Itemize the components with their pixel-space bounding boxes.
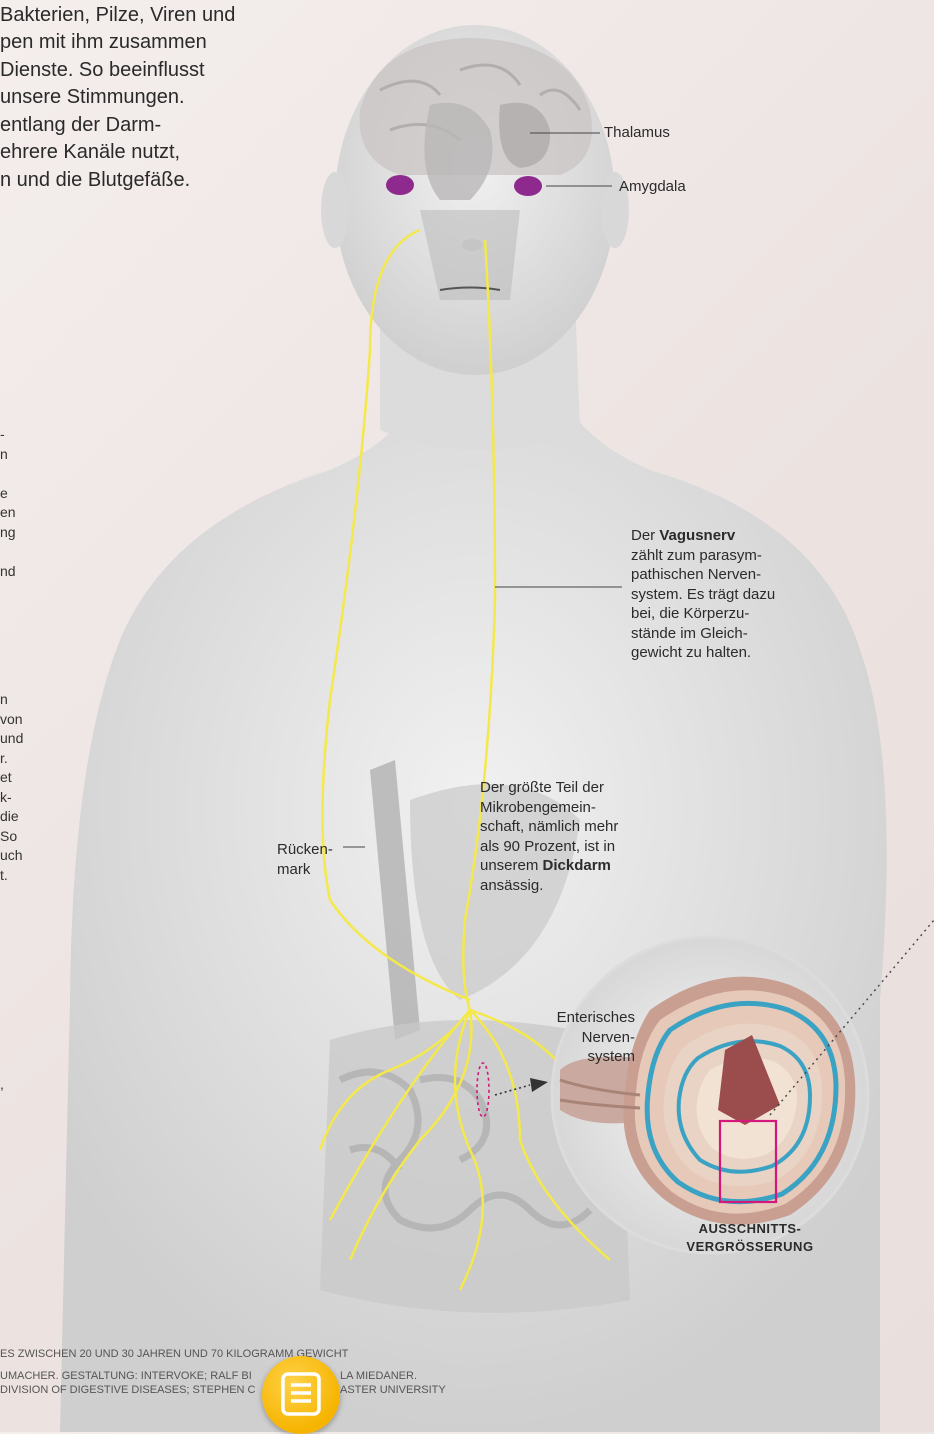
intro-line: unsere Stimmungen. [0, 84, 185, 111]
magnification-line: AUSSCHNITTS- [670, 1220, 830, 1238]
colon-term: Dickdarm [543, 857, 611, 874]
colon-line: Der größte Teil der [480, 778, 618, 798]
enteric-line: system [545, 1047, 635, 1067]
fragment: k- [0, 788, 23, 808]
left-fragment-block-c: , [0, 1075, 4, 1095]
fragment: die [0, 807, 23, 827]
document-icon [281, 1372, 321, 1416]
amygdala-left [386, 175, 414, 195]
fragment: von [0, 710, 23, 730]
thalamus-label: Thalamus [604, 124, 670, 141]
enteric-line: Nerven- [545, 1028, 635, 1048]
fragment: en [0, 503, 16, 523]
fragment: r. [0, 749, 23, 769]
vagus-line: pathischen Nerven- [631, 565, 775, 585]
left-fragment-block-a: - n e en ng nd [0, 425, 16, 581]
magnification-line: VERGRÖSSERUNG [670, 1238, 830, 1256]
fragment: nd [0, 562, 16, 582]
colon-last: ansässig. [480, 876, 618, 896]
vagus-line: system. Es trägt dazu [631, 585, 775, 605]
intro-line: Dienste. So beeinflusst [0, 57, 205, 84]
credits-line-3: DIVISION OF DIGESTIVE DISEASES; STEPHEN … [0, 1382, 256, 1398]
vagus-pre: Der [631, 527, 655, 544]
intro-line: entlang der Darm- [0, 112, 161, 139]
spinal-cord-line: Rücken- [277, 840, 333, 860]
magnification-label: AUSSCHNITTS- VERGRÖSSERUNG [670, 1220, 830, 1256]
amygdala-label: Amygdala [619, 178, 686, 195]
intro-line: Bakterien, Pilze, Viren und [0, 2, 235, 29]
fragment: uch [0, 846, 23, 866]
fragment [0, 464, 16, 484]
credits-line-3b: ASTER UNIVERSITY [340, 1382, 446, 1398]
vagus-line: gewicht zu halten. [631, 643, 775, 663]
colon-pre: unserem [480, 857, 538, 874]
intro-line: n und die Blutgefäße. [0, 167, 190, 194]
spinal-cord-line: mark [277, 860, 333, 880]
fragment: n [0, 690, 23, 710]
fragment: So [0, 827, 23, 847]
colon-line: Mikrobengemein- [480, 798, 618, 818]
amygdala-right [514, 176, 542, 196]
colon-caption: Der größte Teil der Mikrobengemein- scha… [480, 778, 618, 895]
colon-line: schaft, nämlich mehr [480, 817, 618, 837]
enteric-nervous-system-label: Enterisches Nerven- system [545, 1008, 635, 1067]
fragment: et [0, 768, 23, 788]
fragment [0, 542, 16, 562]
enteric-line: Enterisches [545, 1008, 635, 1028]
fragment: , [0, 1075, 4, 1095]
spinal-cord-label: Rücken- mark [277, 840, 333, 879]
colon-line: als 90 Prozent, ist in [480, 837, 618, 857]
vagus-line: bei, die Körperzu- [631, 604, 775, 624]
intro-line: pen mit ihm zusammen [0, 29, 207, 56]
fragment: e [0, 484, 16, 504]
fragment: n [0, 445, 16, 465]
vagus-line: stände im Gleich- [631, 624, 775, 644]
vagus-line: zählt zum parasym- [631, 546, 775, 566]
vagus-term: Vagusnerv [659, 527, 735, 544]
fragment: - [0, 425, 16, 445]
left-fragment-block-b: n von und r. et k- die So uch t. [0, 690, 23, 885]
document-fab-button[interactable] [262, 1356, 340, 1434]
vagus-caption: Der Vagusnerv zählt zum parasym- pathisc… [631, 526, 775, 663]
intro-line: ehrere Kanäle nutzt, [0, 139, 180, 166]
fragment: und [0, 729, 23, 749]
fragment: ng [0, 523, 16, 543]
left-ear [321, 172, 349, 248]
fragment: t. [0, 866, 23, 886]
